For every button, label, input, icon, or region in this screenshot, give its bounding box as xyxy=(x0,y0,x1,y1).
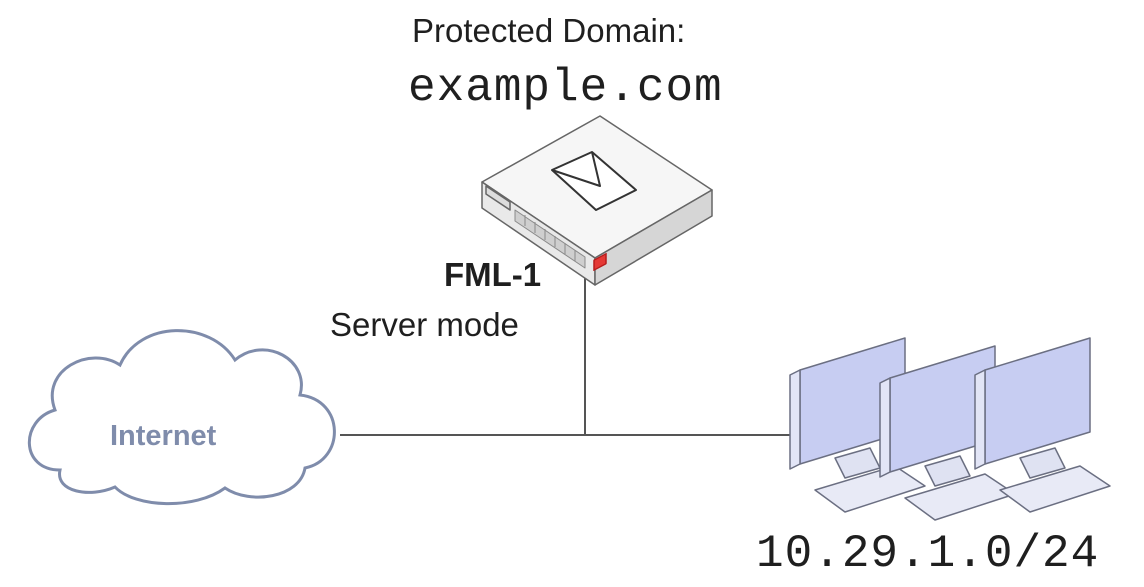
port-strip xyxy=(514,209,586,269)
workstations-icon xyxy=(789,337,1111,521)
workstation-2 xyxy=(879,345,1016,521)
protected-domain-name: example.com xyxy=(408,62,723,114)
logo-plate xyxy=(485,185,511,211)
device-name: FML-1 xyxy=(444,256,542,293)
internet-label: Internet xyxy=(110,420,217,452)
cloud-icon xyxy=(27,329,336,506)
protected-domain-label: Protected Domain: xyxy=(412,12,686,49)
status-badge xyxy=(593,252,607,272)
envelope-icon xyxy=(551,151,637,211)
workstation-1 xyxy=(789,337,926,513)
device-mode: Server mode xyxy=(330,306,519,343)
workstation-3 xyxy=(974,337,1111,513)
subnet-label: 10.29.1.0/24 xyxy=(756,528,1100,580)
connection-lines xyxy=(340,276,800,436)
mail-appliance-icon xyxy=(481,115,713,286)
